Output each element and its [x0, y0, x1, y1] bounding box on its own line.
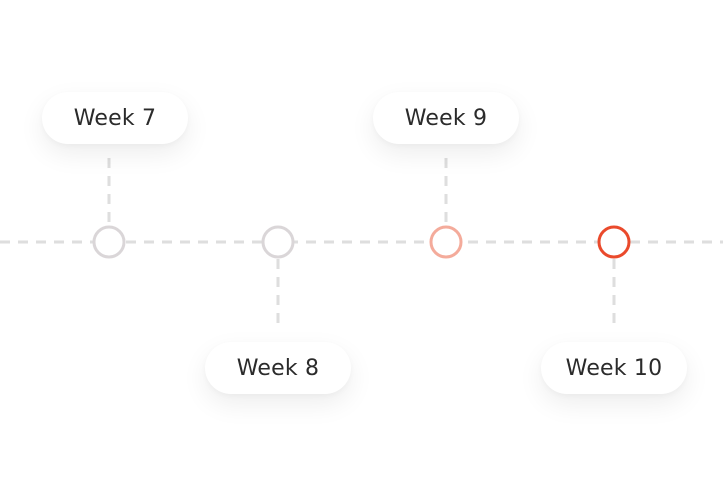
node-week-8[interactable] [261, 225, 295, 259]
milestone-label-text: Week 7 [73, 105, 157, 131]
milestone-label-week-9: Week 9 [373, 92, 519, 144]
milestone-label-text: Week 10 [565, 355, 663, 381]
milestone-label-text: Week 9 [404, 105, 488, 131]
milestone-label-week-8: Week 8 [205, 342, 351, 394]
milestone-label-week-10: Week 10 [541, 342, 687, 394]
node-week-10[interactable] [597, 225, 631, 259]
node-week-7[interactable] [92, 225, 126, 259]
node-week-9[interactable] [429, 225, 463, 259]
milestone-label-text: Week 8 [236, 355, 320, 381]
milestone-label-week-7: Week 7 [42, 92, 188, 144]
